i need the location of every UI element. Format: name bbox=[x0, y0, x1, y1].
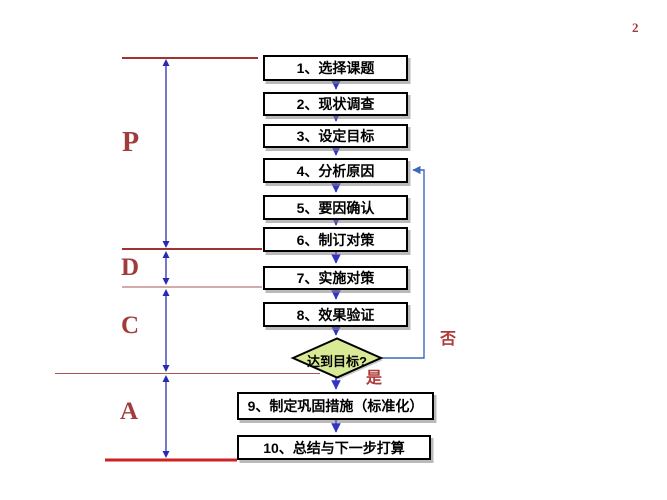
flow-step-7: 7、实施对策 bbox=[263, 266, 408, 290]
decision-yes-label: 是 bbox=[366, 370, 383, 387]
feedback-loop-line bbox=[381, 165, 425, 359]
decision-no-label: 否 bbox=[440, 331, 457, 348]
flow-step-6: 6、制订对策 bbox=[263, 227, 408, 252]
flow-step-8: 8、效果验证 bbox=[263, 302, 408, 327]
flow-step-4: 4、分析原因 bbox=[263, 158, 408, 183]
stage-boundary-lines bbox=[55, 57, 320, 462]
decision-label: 达到目标? bbox=[307, 354, 367, 369]
flow-step-3: 3、设定目标 bbox=[263, 124, 408, 148]
decision-diamond bbox=[290, 337, 384, 380]
stage-label-c: C bbox=[121, 312, 140, 339]
stage-label-p: P bbox=[122, 127, 140, 158]
flow-step-1: 1、选择课题 bbox=[263, 55, 408, 81]
flow-step-9: 9、制定巩固措施（标准化） bbox=[237, 392, 434, 420]
stage-span-arrows bbox=[162, 59, 170, 458]
flow-step-2: 2、现状调查 bbox=[263, 92, 408, 116]
stage-label-a: A bbox=[120, 398, 139, 425]
page-number: 2 bbox=[632, 20, 639, 35]
stage-label-d: D bbox=[121, 254, 140, 281]
flow-step-5: 5、要因确认 bbox=[263, 195, 408, 220]
flow-step-10: 10、总结与下一步打算 bbox=[237, 435, 431, 460]
